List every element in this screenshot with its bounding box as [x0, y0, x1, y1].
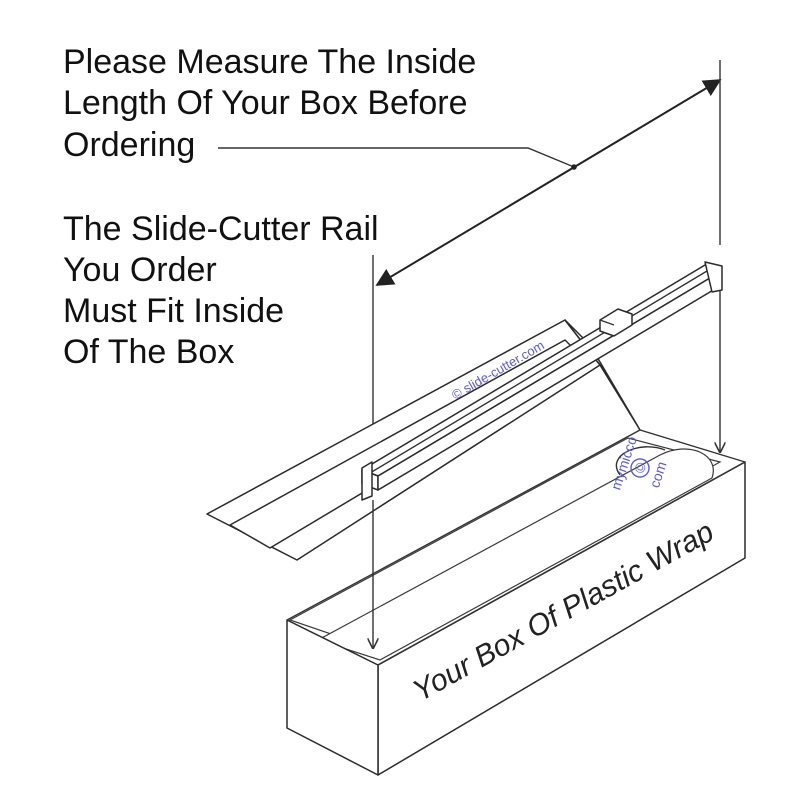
- measure-instruction: Please Measure The Inside Length Of Your…: [63, 43, 476, 164]
- box-top-rim: [286, 429, 746, 621]
- box-left-end: [286, 619, 379, 776]
- mymicco-watermark-bottom: com: [646, 460, 669, 490]
- copyright-circle-icon: [630, 458, 650, 478]
- fit-line-2: You Order: [63, 251, 217, 289]
- slide-cutter-rail: [361, 261, 723, 501]
- rail-end-cap-left: [361, 461, 373, 501]
- rail-end-cap-right: [704, 261, 723, 293]
- wrap-roll: [316, 448, 714, 661]
- cutter-slider: [599, 308, 633, 337]
- plastic-wrap-box: Your Box Of Plastic Wrap: [206, 319, 746, 776]
- measure-line-1: Please Measure The Inside: [63, 43, 476, 81]
- fit-line-4: Of The Box: [63, 333, 234, 371]
- fit-line-1: The Slide-Cutter Rail: [63, 210, 379, 248]
- leader-line: [218, 147, 575, 168]
- wrap-roll-edge: [615, 446, 666, 476]
- fit-instruction: The Slide-Cutter Rail You Order Must Fit…: [63, 210, 379, 371]
- fit-line-3: Must Fit Inside: [63, 292, 284, 330]
- box-front-top-edge: [377, 461, 746, 666]
- measure-line-2: Length Of Your Box Before: [63, 84, 468, 122]
- rail-groove: [369, 267, 713, 474]
- cutter-slider-edge: [599, 319, 615, 326]
- length-dimension-arrow: [375, 79, 722, 286]
- measure-line-3: Ordering: [63, 126, 195, 164]
